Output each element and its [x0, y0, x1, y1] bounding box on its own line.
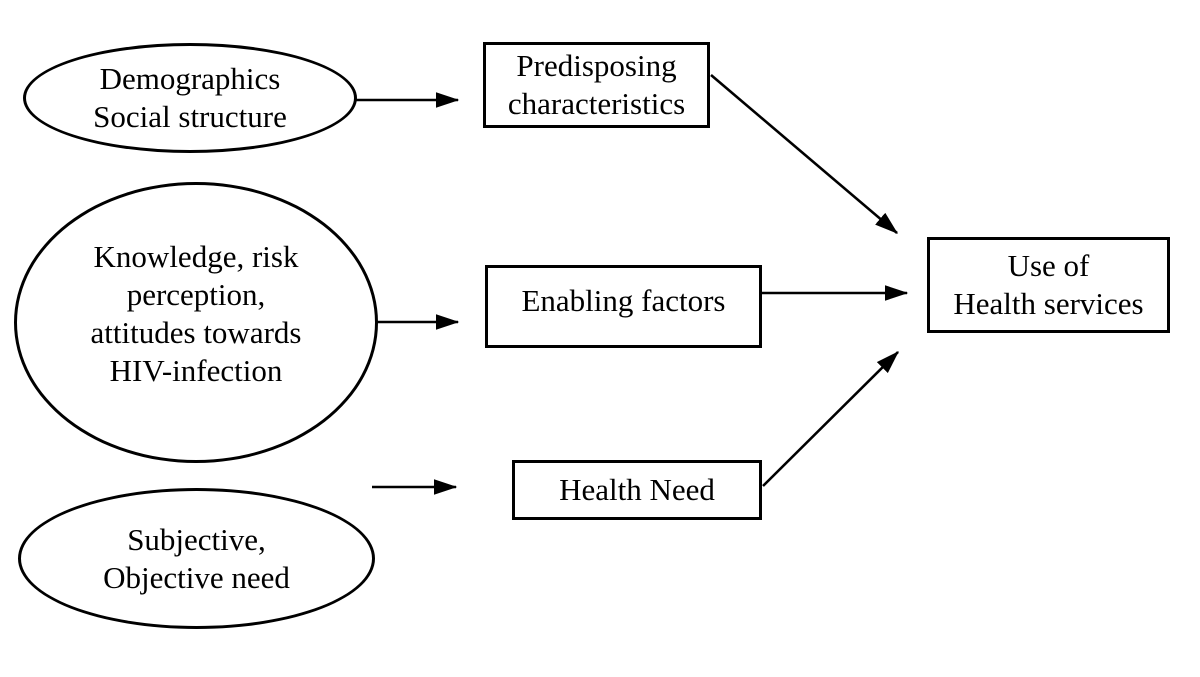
node-enabling-label: Enabling factors — [521, 282, 725, 320]
label-line: attitudes towards — [90, 314, 302, 350]
arrow-health-need-to-use-of-services — [762, 351, 899, 487]
label-line: Social structure — [93, 99, 287, 134]
node-enabling-factors: Enabling factors — [485, 265, 762, 348]
label-line: characteristics — [507, 86, 686, 121]
node-predisposing-characteristics: Predisposing characteristics — [483, 42, 710, 128]
label-line: Demographics — [99, 61, 281, 96]
label-line: Health services — [953, 286, 1144, 321]
label-line: Objective need — [103, 559, 290, 595]
node-demographics-label: Demographics Social structure — [93, 60, 287, 136]
node-demographics: Demographics Social structure — [23, 43, 357, 153]
node-use-of-health-services: Use of Health services — [927, 237, 1170, 333]
label-line: Health Need — [559, 472, 715, 507]
node-predisposing-label: Predisposing characteristics — [508, 47, 685, 123]
label-line: Knowledge, risk — [93, 238, 299, 274]
label-line: Subjective, — [127, 521, 266, 557]
node-health-need-label: Health Need — [559, 471, 715, 509]
label-line: Predisposing — [516, 48, 677, 83]
node-health-need: Health Need — [512, 460, 762, 520]
label-line: perception, — [126, 276, 266, 312]
label-line: Enabling factors — [521, 282, 726, 318]
arrow-predisposing-to-use-of-services — [710, 74, 898, 234]
node-knowledge-label: Knowledge, risk perception, attitudes to… — [91, 238, 302, 390]
label-line: Use of — [1007, 248, 1090, 283]
node-use-label: Use of Health services — [953, 247, 1143, 323]
node-knowledge-risk-perception: Knowledge, risk perception, attitudes to… — [14, 182, 378, 463]
label-line: HIV-infection — [109, 352, 283, 388]
node-subjective-objective-need: Subjective, Objective need — [18, 488, 375, 629]
node-subjective-label: Subjective, Objective need — [103, 521, 290, 597]
